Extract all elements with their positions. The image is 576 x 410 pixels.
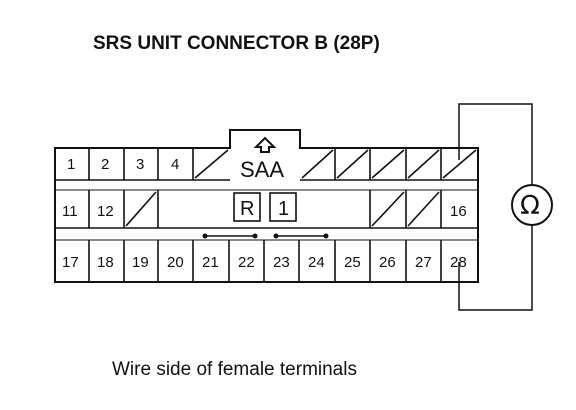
saa-label: SAA <box>240 157 284 182</box>
marker-1-box <box>269 192 297 222</box>
pin-21: 21 <box>202 254 219 271</box>
test-lead-lower <box>458 225 533 311</box>
marker-r-box <box>233 192 261 222</box>
pin-4: 4 <box>171 156 179 173</box>
up-arrow-icon <box>253 136 277 153</box>
connector-body <box>54 129 479 283</box>
pin-1: 1 <box>67 156 75 173</box>
diagram-title: SRS UNIT CONNECTOR B (28P) <box>93 33 380 54</box>
pin-26: 26 <box>379 254 396 271</box>
pin-19: 19 <box>132 254 149 271</box>
pin-25: 25 <box>344 254 361 271</box>
pin-17: 17 <box>62 254 79 271</box>
pin-23: 23 <box>273 254 290 271</box>
pin-27: 27 <box>415 254 432 271</box>
pin-12: 12 <box>97 203 114 220</box>
ohmmeter-icon: Ω <box>511 184 553 226</box>
pin-20: 20 <box>167 254 184 271</box>
pin-3: 3 <box>136 156 144 173</box>
pin-11: 11 <box>62 203 78 220</box>
shorting-bar-21-22 <box>202 233 258 239</box>
pin-24: 24 <box>308 254 325 271</box>
pin-18: 18 <box>97 254 114 271</box>
pin-2: 2 <box>101 156 109 173</box>
svg-text:Ω: Ω <box>520 191 540 221</box>
diagram-caption: Wire side of female terminals <box>112 359 357 380</box>
marker-r: R <box>240 198 254 220</box>
marker-one: 1 <box>278 198 289 220</box>
pin-22: 22 <box>238 254 255 271</box>
test-lead-upper <box>458 103 533 185</box>
pin-16: 16 <box>450 203 467 220</box>
shorting-bar-23-24 <box>273 233 329 239</box>
